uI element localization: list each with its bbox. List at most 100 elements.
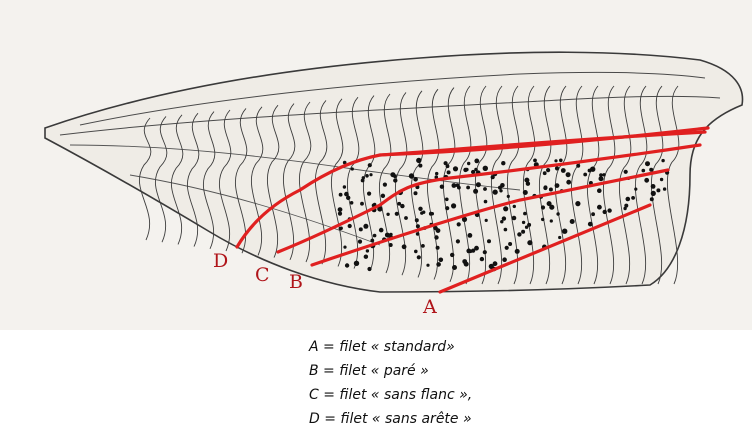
blood-spot	[451, 203, 456, 208]
blood-spot	[624, 204, 628, 208]
fish-fillet-icon	[0, 0, 752, 330]
blood-spot	[493, 190, 498, 195]
blood-spot	[452, 183, 457, 188]
blood-spot	[416, 158, 421, 163]
blood-spot	[597, 205, 602, 210]
blood-spot	[660, 178, 663, 181]
blood-spot	[362, 176, 365, 179]
blood-spot	[533, 159, 537, 163]
blood-spot	[541, 218, 544, 221]
blood-spot	[358, 240, 362, 244]
blood-spot	[365, 174, 369, 178]
blood-spot	[546, 168, 550, 172]
blood-spot	[499, 189, 502, 192]
blood-spot	[543, 171, 547, 175]
blood-spot	[386, 213, 389, 216]
blood-spot	[416, 224, 420, 228]
blood-spot	[417, 255, 421, 259]
blood-spot	[450, 253, 454, 257]
blood-spot	[487, 239, 491, 243]
blood-spot	[338, 212, 342, 216]
blood-spot	[559, 159, 563, 163]
blood-spot	[434, 235, 438, 239]
blood-spot	[523, 190, 528, 195]
blood-spot	[418, 164, 422, 168]
blood-spot	[476, 182, 481, 187]
blood-spot	[507, 195, 510, 198]
blood-spot	[397, 202, 401, 206]
blood-spot	[366, 249, 369, 252]
legend-item-b: B = filet « paré »	[309, 363, 429, 379]
blood-spot	[421, 244, 425, 248]
legend-item-d: D = filet « sans arête »	[309, 411, 472, 427]
blood-spot	[433, 226, 437, 230]
blood-spot	[493, 261, 498, 266]
blood-spot	[656, 188, 660, 192]
cut-label-d: D	[213, 252, 228, 271]
blood-spot	[597, 188, 602, 193]
blood-spot	[504, 228, 508, 232]
blood-spot	[466, 186, 470, 190]
blood-spot	[359, 227, 363, 231]
legend-item-c: C = filet « sans flanc »,	[309, 387, 472, 403]
blood-spot	[503, 206, 508, 211]
blood-spot	[603, 210, 607, 214]
blood-spot	[444, 161, 448, 165]
cut-label-a: A	[423, 298, 437, 317]
blood-spot	[466, 249, 471, 254]
blood-spot	[360, 202, 364, 206]
blood-spot	[445, 198, 449, 202]
blood-spot	[502, 257, 507, 262]
blood-spot	[447, 170, 451, 174]
blood-spot	[523, 212, 527, 216]
blood-spot	[550, 219, 553, 222]
blood-spot	[404, 216, 408, 220]
blood-spot	[351, 167, 354, 170]
blood-spot	[483, 187, 487, 191]
blood-spot	[350, 201, 354, 205]
blood-spot	[370, 239, 374, 243]
blood-spot	[409, 173, 414, 178]
blood-spot	[468, 233, 473, 238]
blood-spot	[414, 191, 418, 195]
blood-spot	[463, 168, 467, 172]
blood-spot	[393, 178, 397, 182]
legend-item-a: A = filet « standard»	[309, 339, 455, 355]
blood-spot	[429, 212, 433, 216]
blood-spot	[348, 224, 352, 228]
blood-spot	[607, 208, 611, 212]
blood-spot	[634, 188, 637, 191]
blood-spot	[576, 164, 580, 168]
blood-spot	[502, 216, 506, 220]
blood-spot	[554, 159, 557, 162]
blood-spot	[414, 250, 418, 254]
blood-spot	[456, 239, 460, 243]
blood-spot	[343, 246, 346, 249]
blood-spot	[420, 211, 423, 214]
blood-spot	[474, 159, 479, 164]
blood-spot	[543, 186, 547, 190]
blood-spot	[471, 249, 475, 253]
blood-spot	[549, 188, 553, 192]
blood-spot	[562, 229, 567, 234]
blood-spot	[367, 192, 371, 196]
blood-spot	[642, 169, 646, 173]
blood-spot	[368, 163, 372, 167]
blood-spot	[555, 166, 559, 170]
blood-spot	[521, 230, 525, 234]
blood-spot	[661, 159, 664, 162]
blood-spot	[566, 180, 571, 185]
blood-spot	[367, 267, 371, 271]
blood-spot	[651, 184, 656, 189]
blood-spot	[644, 178, 649, 183]
blood-spot	[435, 172, 438, 175]
blood-spot	[467, 162, 470, 165]
blood-spot	[561, 168, 566, 173]
blood-spot	[588, 222, 593, 227]
blood-spot	[570, 219, 575, 224]
blood-spot	[500, 183, 505, 188]
blood-spot	[651, 191, 656, 196]
blood-spot	[650, 197, 654, 201]
blood-spot	[583, 173, 587, 177]
blood-spot	[383, 183, 387, 187]
